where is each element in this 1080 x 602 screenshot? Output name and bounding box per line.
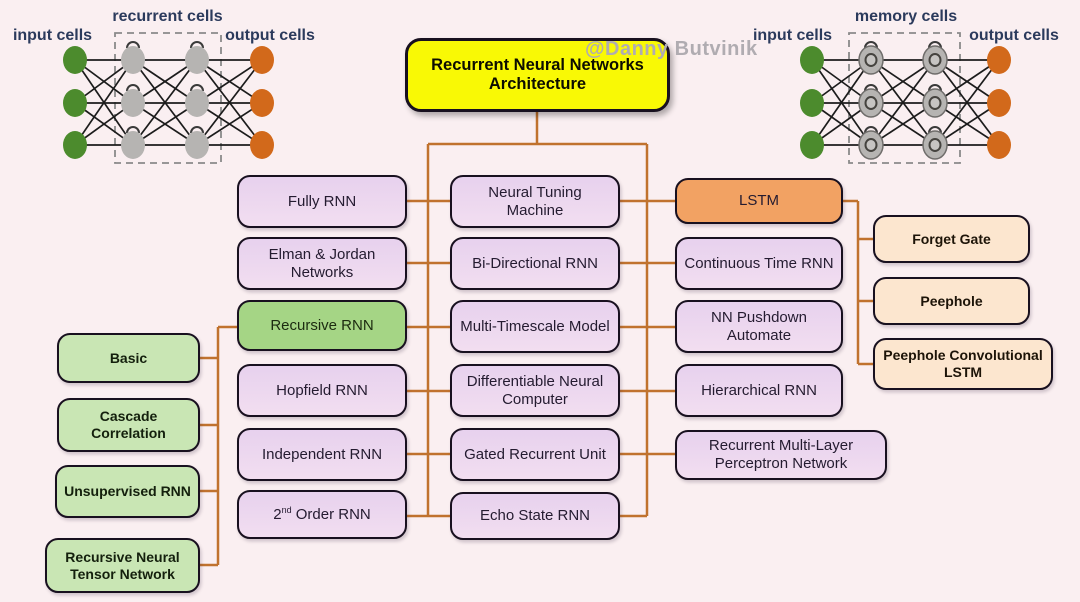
- recurrent-cells-label: recurrent cells: [112, 8, 223, 25]
- node-elman-jordan-networks: Elman & Jordan Networks: [237, 237, 407, 290]
- node-recursive-rnn: Recursive RNN: [237, 300, 407, 351]
- node-hopfield-rnn: Hopfield RNN: [237, 364, 407, 417]
- node-recurrent-multilayer-perceptron-network: Recurrent Multi-Layer Perceptron Network: [675, 430, 887, 480]
- node-nn-pushdown-automate: NN Pushdown Automate: [675, 300, 843, 353]
- node-echo-state-rnn: Echo State RNN: [450, 492, 620, 540]
- output-cells-label-right: output cells: [969, 27, 1059, 44]
- node-basic: Basic: [57, 333, 200, 383]
- node-independent-rnn: Independent RNN: [237, 428, 407, 481]
- memory-network-illustration: [800, 32, 1011, 164]
- node-fully-rnn: Fully RNN: [237, 175, 407, 228]
- node-hierarchical-rnn: Hierarchical RNN: [675, 364, 843, 417]
- node-cascade-correlation: Cascade Correlation: [57, 398, 200, 452]
- input-cells-label-left: input cells: [12, 27, 93, 44]
- node-neural-tuning-machine: Neural Tuning Machine: [450, 175, 620, 228]
- node-2nd-order-rnn: 2nd Order RNN: [237, 490, 407, 539]
- input-cells-label-right: input cells: [752, 27, 833, 44]
- node-lstm: LSTM: [675, 178, 843, 224]
- node-peephole: Peephole: [873, 277, 1030, 325]
- root-title-box: Recurrent Neural Networks Architecture: [405, 38, 670, 112]
- watermark: @Danny Butvinik: [585, 38, 758, 60]
- node-recursive-neural-tensor-network: Recursive Neural Tensor Network: [45, 538, 200, 593]
- node-gated-recurrent-unit: Gated Recurrent Unit: [450, 428, 620, 481]
- node-peephole-convolutional-lstm: Peephole Convolutional LSTM: [873, 338, 1053, 390]
- node-multi-timescale-model: Multi-Timescale Model: [450, 300, 620, 353]
- node-forget-gate: Forget Gate: [873, 215, 1030, 263]
- memory-cells-label: memory cells: [854, 8, 958, 25]
- node-continuous-time-rnn: Continuous Time RNN: [675, 237, 843, 290]
- 2nd-order-rnn-label: 2nd Order RNN: [273, 504, 371, 523]
- node-unsupervised-rnn: Unsupervised RNN: [55, 465, 200, 518]
- recurrent-network-illustration: [63, 32, 274, 164]
- node-differentiable-neural-computer: Differentiable Neural Computer: [450, 364, 620, 417]
- output-cells-label-left: output cells: [225, 27, 315, 44]
- node-bi-directional-rnn: Bi-Directional RNN: [450, 237, 620, 290]
- flowchart-connectors: [196, 112, 876, 567]
